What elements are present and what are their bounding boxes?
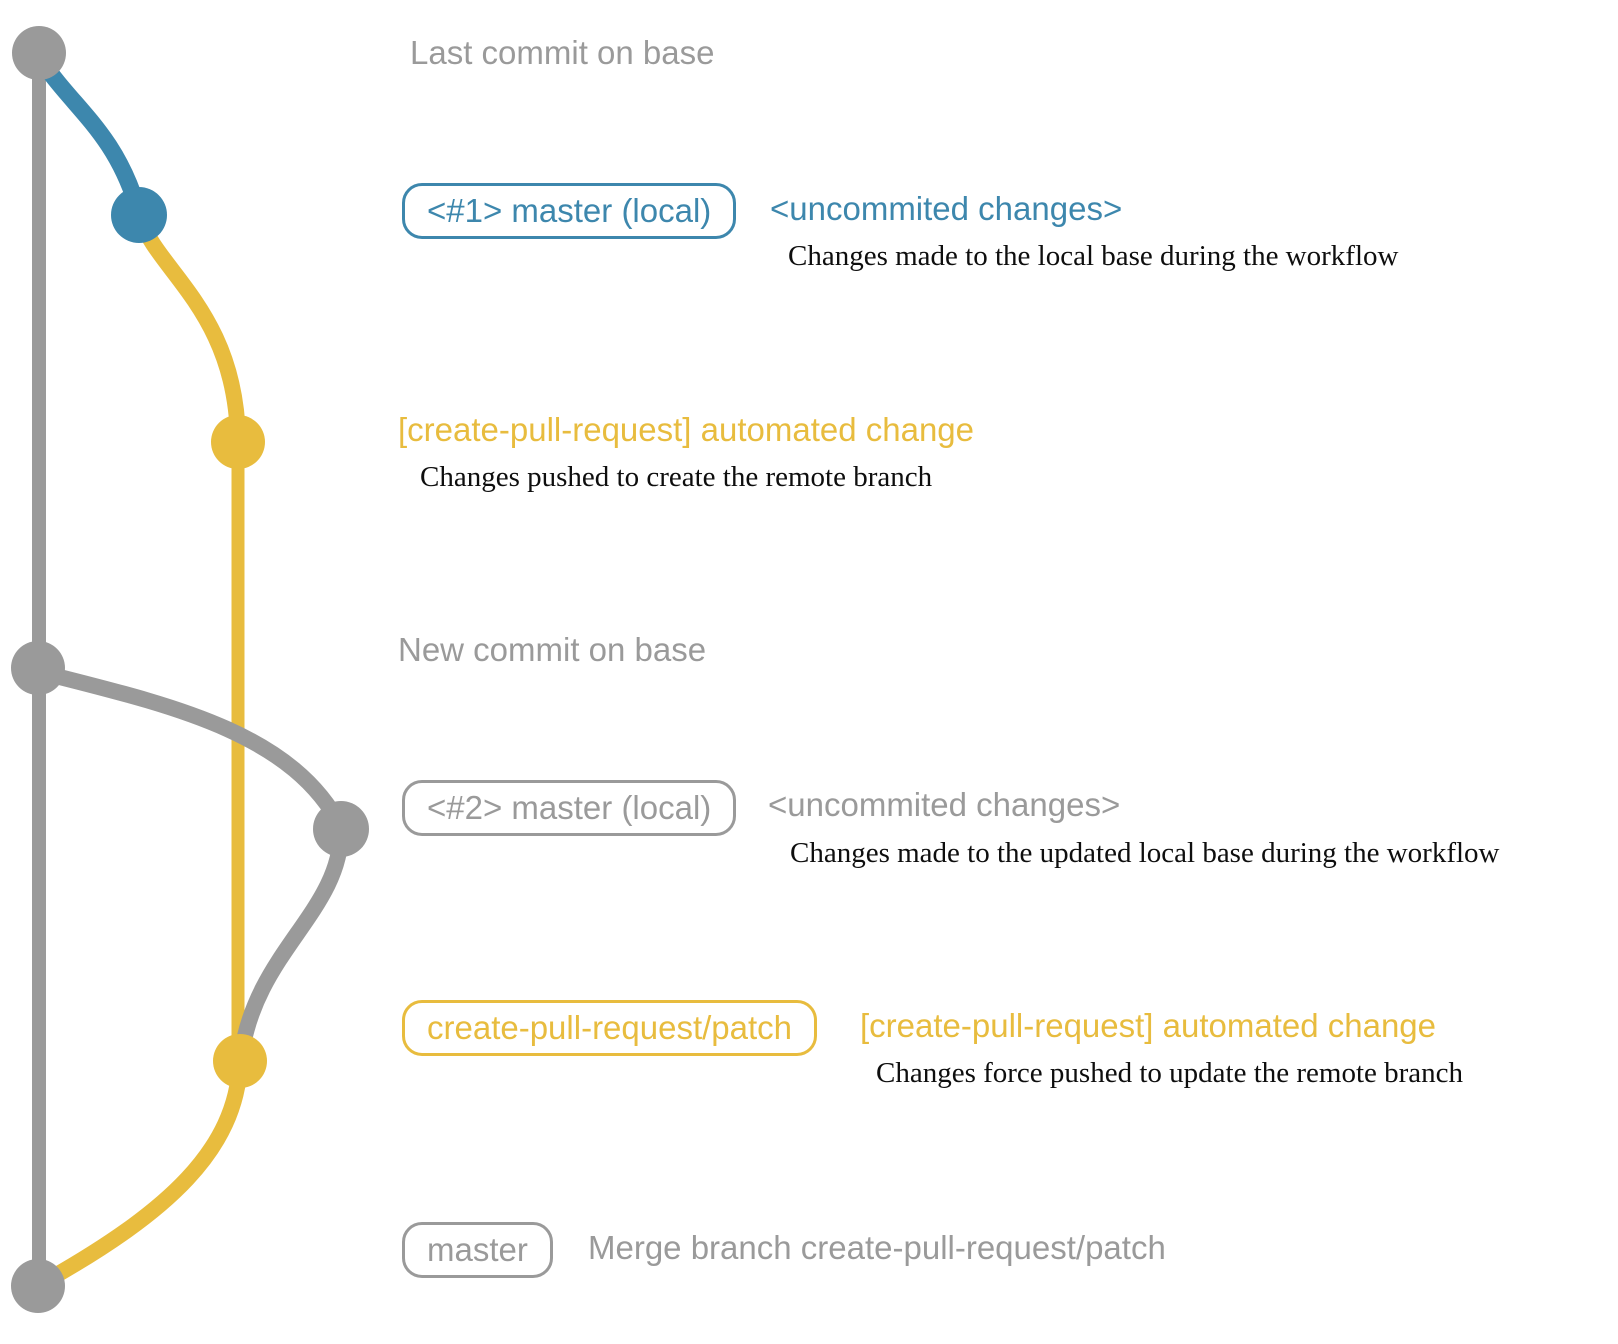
commit-node-local-1 <box>111 187 167 243</box>
commit-message-uncommited-2: <uncommited changes> <box>768 785 1121 823</box>
git-graph <box>11 26 369 1313</box>
description-push-create: Changes pushed to create the remote bran… <box>420 461 933 494</box>
description-local-changes-1: Changes made to the local base during th… <box>788 240 1399 273</box>
branch-badge-master-local-1: <#1> master (local) <box>402 183 737 239</box>
merge-curve <box>38 1055 248 1289</box>
commit-node-merge <box>11 1259 65 1313</box>
local-master-branch-curve <box>32 51 146 215</box>
commit-node-patch-1 <box>211 415 265 469</box>
branch-badge-master-local-2: <#2> master (local) <box>402 780 737 836</box>
commit-message-automated-1: [create-pull-request] automated change <box>398 410 975 448</box>
commit-message-automated-2: [create-pull-request] automated change <box>860 1006 1437 1044</box>
force-push-curve <box>233 823 349 1066</box>
branch-badge-patch: create-pull-request/patch <box>402 1000 818 1056</box>
commit-node-local-2 <box>313 801 369 857</box>
description-local-changes-2: Changes made to the updated local base d… <box>790 837 1500 870</box>
patch-push-curve <box>132 210 246 448</box>
branch-badge-master: master <box>402 1222 553 1278</box>
label-last-commit-on-base: Last commit on base <box>410 33 715 71</box>
label-new-commit-on-base: New commit on base <box>398 630 707 668</box>
description-force-push: Changes force pushed to update the remot… <box>876 1057 1464 1090</box>
commit-message-merge: Merge branch create-pull-request/patch <box>588 1228 1166 1266</box>
commit-node-new-base <box>11 641 65 695</box>
commit-message-uncommited-1: <uncommited changes> <box>770 189 1123 227</box>
commit-node-last-base <box>12 26 66 80</box>
rebased-local-curve <box>32 664 349 835</box>
commit-node-patch-2 <box>213 1034 267 1088</box>
